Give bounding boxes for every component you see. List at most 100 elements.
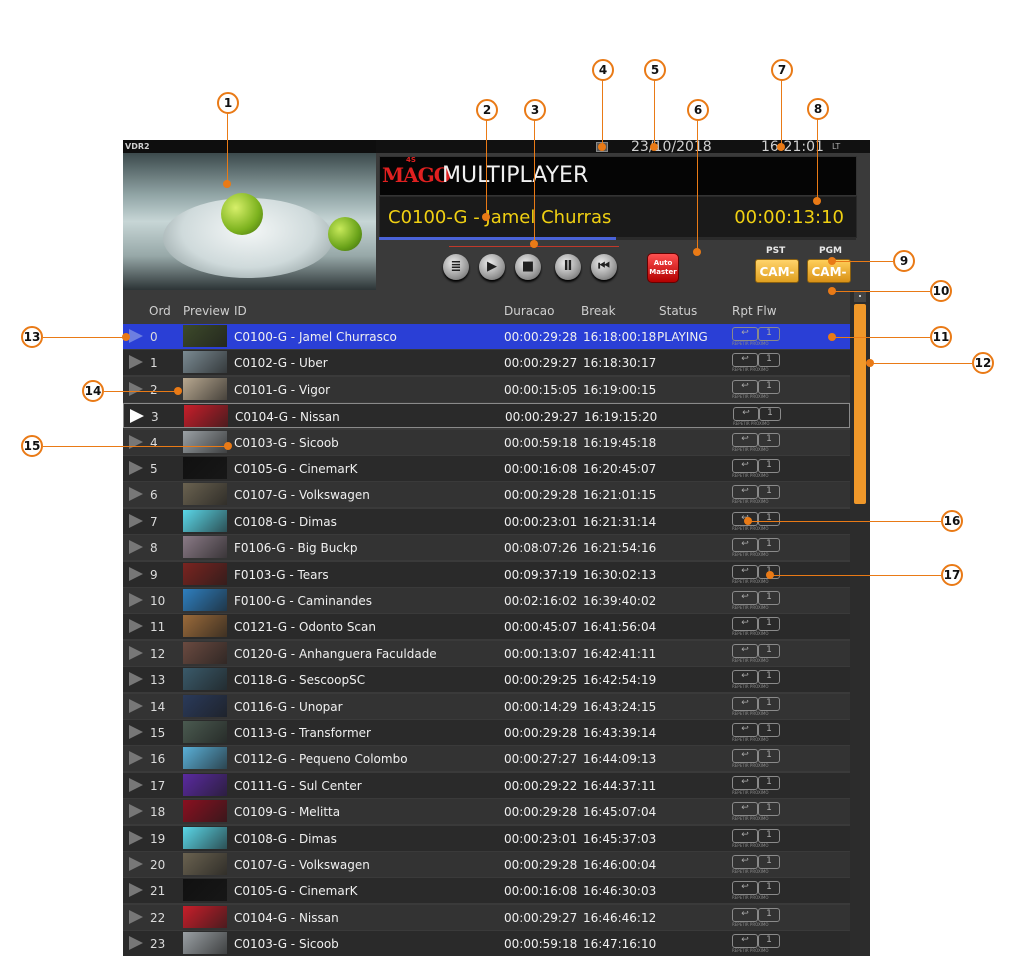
follow-toggle-icon[interactable]: 1 xyxy=(758,749,780,764)
follow-toggle-icon[interactable]: 1 xyxy=(758,643,780,658)
repeat-toggle-icon[interactable]: ↩ xyxy=(732,723,758,737)
cue-arrow-icon[interactable] xyxy=(129,487,143,502)
follow-toggle-icon[interactable]: 1 xyxy=(758,617,780,632)
scrollbar[interactable] xyxy=(850,290,870,956)
cue-arrow-icon[interactable] xyxy=(130,409,144,424)
repeat-toggle-icon[interactable]: ↩ xyxy=(732,643,758,658)
cue-arrow-icon[interactable] xyxy=(129,672,143,687)
repeat-toggle-icon[interactable]: ↩ xyxy=(732,670,758,685)
follow-toggle-icon[interactable]: 1 xyxy=(758,696,780,711)
cue-arrow-icon[interactable] xyxy=(129,883,143,898)
cue-arrow-icon[interactable] xyxy=(129,698,143,713)
cue-arrow-icon[interactable] xyxy=(129,830,143,845)
cue-arrow-icon[interactable] xyxy=(129,513,143,528)
repeat-toggle-icon[interactable]: ↩ xyxy=(732,353,758,368)
repeat-toggle-icon[interactable]: ↩ xyxy=(732,749,758,764)
repeat-toggle-icon[interactable]: ↩ xyxy=(732,802,758,817)
repeat-toggle-icon[interactable]: ↩ xyxy=(733,407,759,422)
repeat-toggle-icon[interactable]: ↩ xyxy=(732,459,758,473)
repeat-toggle-icon[interactable]: ↩ xyxy=(732,828,758,843)
follow-toggle-icon[interactable]: 1 xyxy=(758,485,780,500)
cue-arrow-icon[interactable] xyxy=(129,804,143,819)
follow-toggle-icon[interactable]: 1 xyxy=(758,459,780,473)
cue-arrow-icon[interactable] xyxy=(129,909,143,924)
cue-arrow-icon[interactable] xyxy=(129,593,143,607)
play-button[interactable]: ▶ xyxy=(479,254,505,280)
col-duracao[interactable]: Duracao xyxy=(504,304,555,318)
follow-toggle-icon[interactable]: 1 xyxy=(758,828,780,843)
cue-arrow-icon[interactable] xyxy=(129,936,143,951)
repeat-toggle-icon[interactable]: ↩ xyxy=(732,934,758,949)
follow-toggle-icon[interactable]: 1 xyxy=(758,907,780,922)
cue-arrow-icon[interactable] xyxy=(129,777,143,792)
list-button[interactable]: ≣ xyxy=(443,254,469,280)
repeat-toggle-icon[interactable]: ↩ xyxy=(732,907,758,922)
repeat-toggle-icon[interactable]: ↩ xyxy=(732,775,758,790)
repeat-toggle-icon[interactable]: ↩ xyxy=(732,591,758,605)
follow-toggle-icon[interactable]: 1 xyxy=(758,855,780,869)
follow-toggle-icon[interactable]: 1 xyxy=(758,934,780,949)
follow-toggle-icon[interactable]: 1 xyxy=(758,538,780,553)
pause-button[interactable]: Ⅱ xyxy=(555,254,581,280)
follow-toggle-icon[interactable]: 1 xyxy=(758,432,780,447)
scroll-thumb[interactable] xyxy=(854,304,866,504)
cue-arrow-icon[interactable] xyxy=(129,751,143,766)
follow-toggle-icon[interactable]: 1 xyxy=(758,723,780,737)
repeat-toggle-icon[interactable]: ↩ xyxy=(732,855,758,869)
repeat-toggle-icon[interactable]: ↩ xyxy=(732,617,758,632)
skip-back-button[interactable]: ⏮ xyxy=(591,254,617,280)
follow-toggle-icon[interactable]: 1 xyxy=(758,353,780,368)
follow-toggle-icon[interactable]: 1 xyxy=(759,407,781,422)
repeat-toggle-icon[interactable]: ↩ xyxy=(732,379,758,394)
col-ord[interactable]: Ord xyxy=(149,304,171,318)
auto-master-button[interactable]: Auto Master xyxy=(647,253,679,283)
cue-arrow-icon[interactable] xyxy=(129,329,143,343)
follow-toggle-icon[interactable]: 1 xyxy=(758,802,780,817)
follow-toggle-icon[interactable]: 1 xyxy=(758,670,780,685)
pst-camera-button[interactable]: CAM-1 xyxy=(755,259,799,303)
follow-toggle-icon[interactable]: 1 xyxy=(758,775,780,790)
follow-toggle-icon[interactable]: 1 xyxy=(758,379,780,394)
stop-button[interactable]: ■ xyxy=(515,254,541,280)
cue-arrow-icon[interactable] xyxy=(129,857,143,871)
repeat-toggle-icon[interactable]: ↩ xyxy=(732,564,758,579)
cue-arrow-icon[interactable] xyxy=(129,540,143,555)
scroll-up-button[interactable] xyxy=(854,292,866,302)
cue-arrow-icon[interactable] xyxy=(129,461,143,475)
col-rpt-flw[interactable]: Rpt Flw xyxy=(732,304,777,318)
cue-arrow-icon[interactable] xyxy=(129,619,143,634)
repeat-toggle-icon[interactable]: ↩ xyxy=(732,538,758,553)
col-status[interactable]: Status xyxy=(659,304,698,318)
follow-toggle-icon[interactable]: 1 xyxy=(758,327,780,341)
cue-arrow-icon[interactable] xyxy=(129,725,143,739)
repeat-toggle-icon[interactable]: ↩ xyxy=(732,696,758,711)
col-break[interactable]: Break xyxy=(581,304,616,318)
cue-arrow-icon[interactable] xyxy=(129,645,143,660)
follow-toggle-icon[interactable]: 1 xyxy=(758,511,780,526)
repeat-toggle-icon[interactable]: ↩ xyxy=(732,881,758,896)
cue-arrow-icon[interactable] xyxy=(129,381,143,396)
repeat-toggle-icon[interactable]: ↩ xyxy=(732,485,758,500)
cue-arrow-icon[interactable] xyxy=(129,434,143,449)
col-preview[interactable]: Preview xyxy=(183,304,230,318)
cue-arrow-icon[interactable] xyxy=(129,355,143,370)
